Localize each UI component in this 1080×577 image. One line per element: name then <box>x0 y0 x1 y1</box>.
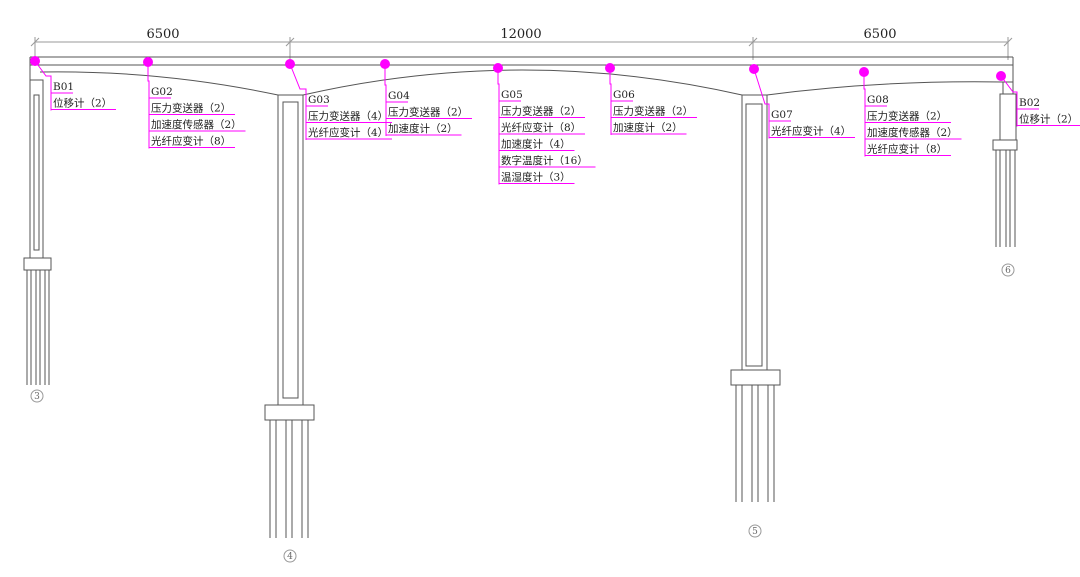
sensor-instrument-label: 加速度传感器（2） <box>151 118 242 131</box>
sensor-g04: G04 压力变送器（2） 加速度计（2） <box>380 59 472 136</box>
pier-axis-4 <box>264 94 315 538</box>
sensor-instrument-label: 位移计（2） <box>53 97 112 110</box>
axis-label-6: 6 <box>1005 266 1011 276</box>
sensor-g06: G06 压力变送器（2） 加速度计（2） <box>605 63 697 135</box>
sensor-instrument-label: 光纤应变计（8） <box>151 135 231 148</box>
sensor-b02: B02 位移计（2） <box>996 71 1080 127</box>
axis-marker-4: 4 <box>283 549 297 563</box>
dimension-span-left: 6500 <box>146 27 179 42</box>
sensor-g05: G05 压力变送器（2） 光纤应变计（8） 加速度计（4） 数字温度计（16） 温湿度计（… <box>493 63 596 185</box>
sensor-g03: G03 压力变送器（4） 光纤应变计（4） <box>285 59 392 140</box>
sensor-leader-line <box>147 62 150 149</box>
sensor-marker-dot <box>996 71 1006 81</box>
sensor-instrument-label: 光纤应变计（4） <box>771 125 851 138</box>
sensor-instrument-label: 光纤应变计（4） <box>308 126 388 139</box>
sensor-id-label: G07 <box>771 109 793 121</box>
sensor-marker-dot <box>143 57 153 67</box>
sensor-leader-line <box>289 63 307 140</box>
axis-label-3: 3 <box>34 392 40 402</box>
sensor-g08: G08 压力变送器（2） 加速度传感器（2） 光纤应变计（8） <box>859 67 962 157</box>
sensor-instrument-label: 位移计（2） <box>1019 113 1078 126</box>
sensor-instrument-label: 加速度计（2） <box>388 122 458 135</box>
sensor-instrument-label: 加速度传感器（2） <box>867 126 958 139</box>
sensor-g07: G07 光纤应变计（4） <box>749 64 855 139</box>
sensor-g02: G02 压力变送器（2） 加速度传感器（2） 光纤应变计（8） <box>143 57 246 149</box>
sensor-instrument-label: 温湿度计（3） <box>501 171 571 184</box>
sensor-instrument-label: 压力变送器（2） <box>867 110 947 123</box>
dimension-line <box>30 37 1013 60</box>
sensor-marker-dot <box>749 64 759 74</box>
sensor-instrument-label: 光纤应变计（8） <box>867 143 947 156</box>
sensor-leader-line <box>384 64 387 136</box>
sensor-instrument-label: 光纤应变计（8） <box>501 121 581 134</box>
sensor-instrument-label: 压力变送器（2） <box>613 105 693 118</box>
sensor-id-label: G08 <box>867 94 889 106</box>
sensor-marker-dot <box>285 59 295 69</box>
dimension-span-right: 6500 <box>863 27 896 42</box>
axis-marker-3: 3 <box>30 389 44 403</box>
sensor-instrument-label: 数字温度计（16） <box>501 154 588 167</box>
sensor-leader-line <box>863 72 866 157</box>
axis-label-4: 4 <box>287 552 293 562</box>
sensor-id-label: G05 <box>501 89 523 101</box>
sensor-leader-line <box>609 68 612 135</box>
sensor-instrument-label: 加速度计（2） <box>613 121 683 134</box>
sensor-id-label: G06 <box>613 89 635 101</box>
bridge-deck <box>29 56 1014 96</box>
sensor-id-label: G02 <box>151 86 173 98</box>
axis-label-5: 5 <box>752 527 758 537</box>
axis-marker-6: 6 <box>1001 263 1015 277</box>
sensor-instrument-label: 加速度计（4） <box>501 138 571 151</box>
sensor-leader-line <box>497 68 500 185</box>
sensor-marker-dot <box>859 67 869 77</box>
sensor-marker-dot <box>493 63 503 73</box>
sensor-id-label: G04 <box>388 90 410 102</box>
sensor-layer: B01 位移计（2） G02 压力变送器（2） 加速度传感器（2） 光纤应变计（8） G03… <box>30 56 1080 185</box>
sensor-marker-dot <box>605 63 615 73</box>
sensor-instrument-label: 压力变送器（4） <box>308 110 388 123</box>
dimension-span-mid: 12000 <box>500 27 541 42</box>
sensor-id-label: G03 <box>308 94 330 106</box>
axis-marker-5: 5 <box>748 524 762 538</box>
sensor-instrument-label: 压力变送器（2） <box>388 106 468 119</box>
sensor-marker-dot <box>30 56 40 66</box>
sensor-instrument-label: 压力变送器（2） <box>151 102 231 115</box>
sensor-marker-dot <box>380 59 390 69</box>
sensor-id-label: B02 <box>1019 97 1040 109</box>
abutment-left <box>23 79 52 385</box>
pier-axis-5 <box>730 94 781 502</box>
abutment-right <box>992 81 1018 247</box>
sensor-b01: B01 位移计（2） <box>30 56 116 111</box>
sensor-instrument-label: 压力变送器（2） <box>501 105 581 118</box>
sensor-id-label: B01 <box>53 81 74 93</box>
